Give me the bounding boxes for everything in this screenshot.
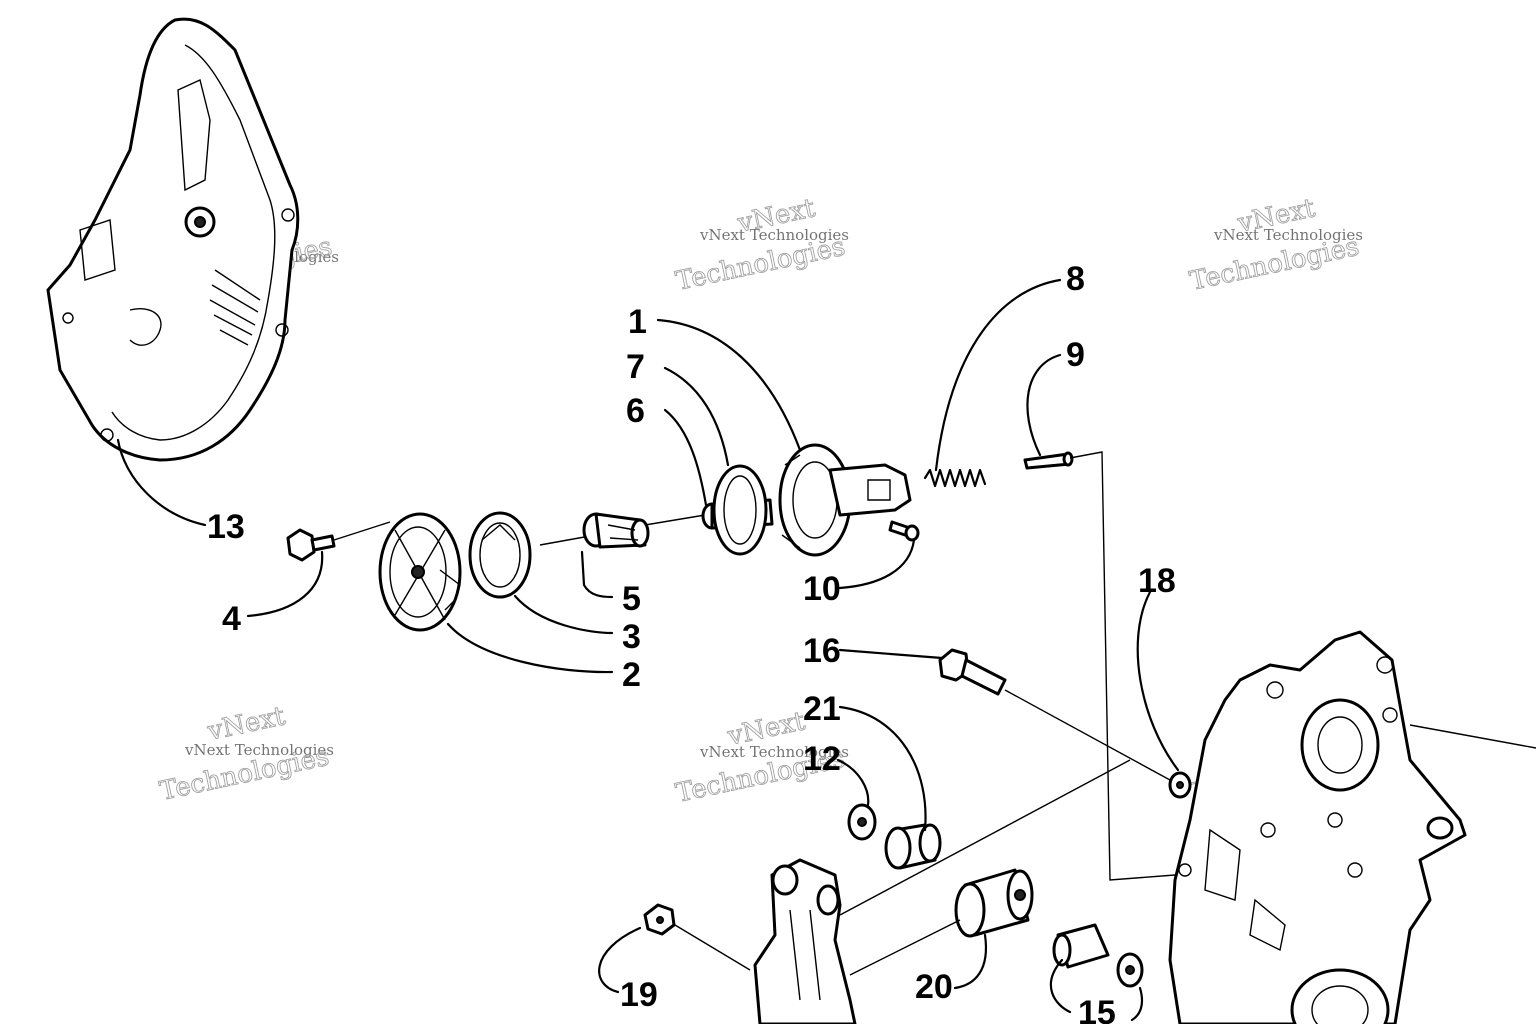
leader-13 [116, 438, 207, 527]
part-20-bushing [954, 868, 1034, 938]
callout-16: 16 [803, 632, 841, 670]
part-18-washer [1168, 771, 1192, 799]
part-5-sleeve [582, 512, 650, 549]
callout-20: 20 [915, 968, 953, 1006]
part-21-bushing [884, 823, 942, 870]
part-13-cover [46, 17, 300, 462]
watermark-text: vNext Technologies [699, 743, 849, 761]
part-3-ring [468, 511, 532, 599]
callout-9: 9 [1066, 336, 1085, 374]
leader-9 [1026, 353, 1062, 457]
watermark-2: vNext vNext Technologies Technologies [673, 193, 849, 298]
part-2-cover [378, 512, 462, 632]
callout-18: 18 [1138, 562, 1176, 600]
part-4-bolt [286, 528, 336, 562]
callout-2: 2 [622, 656, 641, 694]
leader-2 [446, 622, 614, 674]
watermark-text: vNext Technologies [1213, 226, 1363, 244]
callout-labels: 1 2 3 4 5 6 7 8 9 10 12 13 15 16 18 19 2… [207, 260, 1176, 1024]
leader-21 [838, 705, 927, 832]
callout-10: 10 [803, 570, 841, 608]
leader-3 [513, 594, 614, 635]
callout-3: 3 [622, 618, 641, 656]
leader-18 [1136, 590, 1180, 772]
part-12-washer [847, 803, 877, 841]
axis-line-9 [1069, 451, 1176, 881]
callout-15: 15 [1078, 994, 1116, 1024]
leader-16 [838, 648, 944, 660]
leader-4 [246, 550, 324, 618]
leader-12 [836, 758, 870, 807]
callout-4: 4 [222, 600, 241, 638]
tensioner-arm [753, 858, 857, 1024]
watermark-3: vNext vNext Technologies Technologies [1187, 193, 1363, 298]
part-10-screw [888, 520, 920, 542]
axis-line-arm-2 [849, 919, 961, 976]
callout-1: 1 [628, 303, 647, 341]
leader-7 [663, 366, 730, 467]
axis-line-right [1409, 724, 1536, 749]
callout-8: 8 [1066, 260, 1085, 298]
callout-21: 21 [803, 690, 841, 728]
part-8-spring [923, 468, 987, 488]
leader-15 [1049, 958, 1144, 1022]
callout-6: 6 [626, 392, 645, 430]
part-9-pin [1023, 451, 1074, 470]
part-1-housing [778, 443, 912, 557]
leader-8 [934, 278, 1062, 472]
leader-1 [656, 318, 802, 452]
chaincase-housing [1168, 630, 1467, 1024]
callout-5: 5 [622, 580, 641, 618]
callout-13: 13 [207, 508, 245, 546]
callout-19: 19 [620, 976, 658, 1014]
part-19-nut [643, 903, 676, 936]
axis-line-3 [539, 535, 591, 546]
watermark-text: vNext Technologies [184, 741, 334, 759]
leader-19 [598, 926, 642, 994]
axis-line-16 [1004, 689, 1171, 781]
callout-12: 12 [803, 740, 841, 778]
part-15-spacer [1052, 923, 1144, 988]
axis-line-4 [333, 521, 391, 541]
leader-6 [663, 408, 708, 507]
leader-5 [580, 550, 614, 599]
leader-10 [838, 538, 916, 590]
watermark-text: vNext Technologies [699, 226, 849, 244]
callout-7: 7 [626, 348, 645, 386]
part-16-bolt [938, 648, 1007, 696]
axis-line-19 [674, 924, 751, 971]
watermark-4: vNext vNext Technologies Technologies [157, 701, 334, 808]
part-7-ring [712, 464, 768, 556]
axis-line-arm [839, 759, 1131, 916]
leader-20 [953, 933, 988, 990]
axis-line-5 [644, 514, 706, 526]
